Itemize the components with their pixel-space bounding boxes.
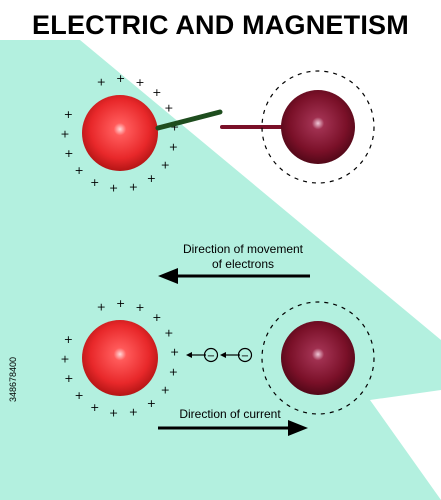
positive-charge-sphere-top bbox=[82, 95, 158, 171]
current-label: Direction of current bbox=[179, 407, 281, 421]
plus-charge: + bbox=[135, 301, 144, 314]
plus-charge: + bbox=[161, 383, 170, 396]
plus-charge: + bbox=[129, 405, 138, 418]
plus-charge: + bbox=[169, 365, 178, 378]
plus-charge: + bbox=[64, 333, 73, 346]
negative-charge-sphere-bottom bbox=[281, 321, 355, 395]
stock-id: 348678400 bbox=[8, 356, 18, 402]
electron-2: − bbox=[237, 347, 253, 363]
svg-text:−: − bbox=[241, 351, 249, 362]
plus-charge: + bbox=[116, 297, 125, 310]
plus-charge: + bbox=[109, 182, 118, 195]
plus-charge: + bbox=[152, 86, 161, 99]
plus-charge: + bbox=[129, 180, 138, 193]
current-direction-arrow bbox=[158, 420, 308, 436]
movement-label: Direction of movement of electrons bbox=[168, 242, 318, 272]
plus-charge: + bbox=[109, 407, 118, 420]
page-title: ELECTRIC AND MAGNETISM bbox=[32, 10, 409, 40]
positive-charge-sphere-bottom bbox=[82, 320, 158, 396]
negative-charge-ring-bottom bbox=[261, 301, 375, 415]
plus-charge: + bbox=[169, 140, 178, 153]
electron-1: − bbox=[203, 347, 219, 363]
negative-charge-ring-top bbox=[261, 70, 375, 184]
plus-charge: + bbox=[74, 164, 83, 177]
plus-charge: + bbox=[64, 147, 73, 160]
negative-charge-sphere-top bbox=[281, 90, 355, 164]
plus-charge: + bbox=[60, 128, 69, 141]
plus-charge: + bbox=[116, 72, 125, 85]
plus-charge: + bbox=[97, 75, 106, 88]
plus-charge: + bbox=[90, 176, 99, 189]
plus-charge: + bbox=[164, 102, 173, 115]
wire-left-top bbox=[155, 109, 223, 131]
plus-charge: + bbox=[164, 327, 173, 340]
electron-flow: − − bbox=[186, 347, 253, 363]
svg-text:−: − bbox=[207, 351, 215, 362]
plus-charges-bottom: ++++++++++++++++ bbox=[60, 297, 179, 420]
plus-charge: + bbox=[152, 311, 161, 324]
plus-charge: + bbox=[97, 300, 106, 313]
plus-charge: + bbox=[90, 401, 99, 414]
plus-charges-top: ++++++++++++++++ bbox=[60, 72, 179, 195]
plus-charge: + bbox=[147, 172, 156, 185]
plus-charge: + bbox=[147, 397, 156, 410]
electron-movement-arrow bbox=[158, 268, 310, 284]
plus-charge: + bbox=[60, 353, 69, 366]
plus-charge: + bbox=[161, 158, 170, 171]
plus-charge: + bbox=[170, 121, 179, 134]
plus-charge: + bbox=[170, 346, 179, 359]
plus-charge: + bbox=[74, 389, 83, 402]
plus-charge: + bbox=[64, 372, 73, 385]
movement-label-line1: Direction of movement bbox=[182, 242, 304, 256]
movement-label-line2: of electrons bbox=[211, 257, 275, 271]
plus-charge: + bbox=[64, 108, 73, 121]
plus-charge: + bbox=[135, 76, 144, 89]
